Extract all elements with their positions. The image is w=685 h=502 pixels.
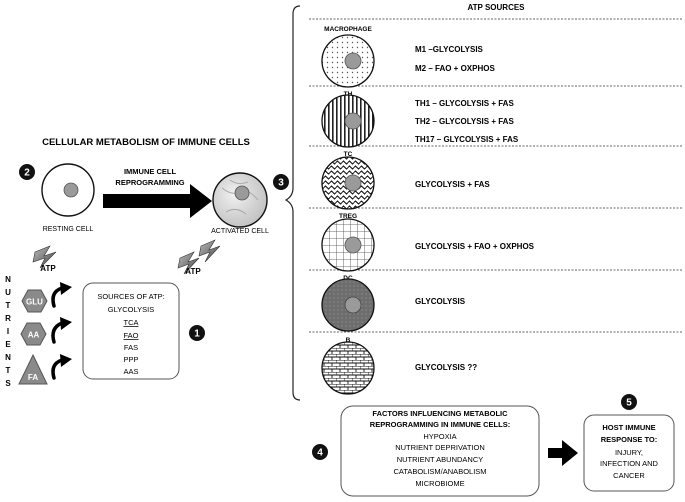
svg-text:E: E: [5, 340, 11, 349]
reprogramming-arrow: [103, 184, 212, 218]
factors-heading-2: REPROGRAMMING IN IMMUNE CELLS:: [370, 420, 510, 429]
arrow-label-2: REPROGRAMMING: [115, 178, 184, 187]
svg-text:T: T: [6, 301, 11, 310]
macrophage-cell: [321, 34, 375, 88]
svg-text:3: 3: [278, 178, 284, 189]
dc-cell: [321, 278, 375, 332]
glu-label: GLU: [26, 298, 43, 307]
b-line-1: GLYCOLYSIS ??: [415, 363, 477, 372]
th-line-1: TH1 – GLYCOLYSIS + FAS: [415, 99, 514, 108]
source-item: GLYCOLYSIS: [108, 305, 154, 314]
atp-label-activated: ATP: [185, 267, 201, 276]
treg-cell: [321, 218, 375, 272]
marker-3: 3: [273, 174, 289, 190]
cell-name-tc: TC: [344, 151, 353, 158]
activated-cell: [212, 172, 268, 228]
macrophage-line-2: M2 – FAO + OXPHOS: [415, 64, 495, 73]
host-heading-2: RESPONSE TO:: [601, 435, 658, 444]
factor-item: NUTRIENT ABUNDANCY: [397, 455, 484, 464]
fa-label: FA: [28, 373, 38, 382]
uptake-arrow-icons: [51, 286, 64, 380]
treg-line-1: GLYCOLYSIS + FAO + OXPHOS: [415, 242, 535, 251]
svg-text:T: T: [6, 366, 11, 375]
svg-text:4: 4: [317, 448, 323, 459]
factors-box: [340, 405, 540, 497]
resting-cell: [41, 163, 95, 217]
svg-text:N: N: [5, 353, 11, 362]
host-box: [583, 414, 675, 492]
glu-hexagon-icon: [21, 289, 48, 313]
svg-text:I: I: [7, 327, 9, 336]
activated-cell-label: ACTIVATED CELL: [211, 228, 269, 235]
factor-item: HYPOXIA: [423, 432, 456, 441]
source-item: FAS: [124, 343, 138, 352]
arrow-label-1: IMMUNE CELL: [124, 167, 176, 176]
tc-cell: [321, 156, 375, 210]
source-item: TCA: [124, 318, 139, 327]
svg-text:R: R: [5, 314, 11, 323]
b-cell: [321, 341, 375, 395]
macrophage-line-1: M1 –GLYCOLYSIS: [415, 45, 484, 54]
host-heading-1: HOST IMMUNE: [602, 423, 655, 432]
cell-name-treg: TREG: [339, 213, 357, 220]
svg-text:2: 2: [24, 168, 30, 179]
th-line-2: TH2 – GLYCOLYSIS + FAS: [415, 117, 514, 126]
svg-text:U: U: [5, 288, 11, 297]
marker-1: 1: [189, 325, 205, 341]
cell-name-b: B: [346, 337, 351, 344]
th-line-3: TH17 – GLYCOLYSIS + FAS: [415, 135, 519, 144]
atp-sources-heading: ATP SOURCES: [467, 3, 525, 12]
sources-heading: SOURCES OF ATP:: [97, 292, 164, 301]
figure-title: CELLULAR METABOLISM OF IMMUNE CELLS: [42, 137, 250, 148]
source-item: FAO: [123, 331, 138, 340]
factor-item: MICROBIOME: [415, 479, 464, 488]
marker-5: 5: [621, 394, 637, 410]
uptake-arrowheads: [60, 282, 72, 367]
row-dividers: [309, 18, 682, 333]
fa-triangle-icon: [18, 353, 48, 385]
host-item: INFECTION AND: [600, 459, 659, 468]
sources-box: [82, 282, 180, 380]
grouping-brace: [284, 5, 301, 401]
dc-line-1: GLYCOLYSIS: [415, 297, 466, 306]
resting-cell-label: RESTING CELL: [43, 226, 94, 233]
cell-name-macrophage: MACROPHAGE: [324, 26, 372, 33]
svg-text:S: S: [5, 379, 11, 388]
atp-label-resting: ATP: [40, 264, 56, 273]
nutrients-vertical-label: N U T R I E N T S: [5, 275, 11, 388]
aa-label: AA: [28, 331, 40, 340]
host-item: INJURY,: [615, 448, 643, 457]
factor-item: CATABOLISM/ANABOLISM: [393, 467, 486, 476]
aa-hexagon-icon: [20, 322, 47, 346]
svg-text:5: 5: [626, 398, 632, 409]
marker-4: 4: [312, 444, 328, 460]
source-item: AAS: [123, 367, 138, 376]
atp-bolts-icon: [177, 239, 221, 275]
th-cell: [321, 94, 375, 148]
svg-text:1: 1: [194, 329, 200, 340]
host-arrow: [548, 440, 578, 466]
tc-line-1: GLYCOLYSIS + FAS: [415, 180, 490, 189]
factor-item: NUTRIENT DEPRIVATION: [395, 443, 485, 452]
atp-bolt-icon: [32, 245, 57, 269]
factors-heading-1: FACTORS INFLUENCING METABOLIC: [372, 409, 508, 418]
host-item: CANCER: [613, 471, 645, 480]
source-item: PPP: [123, 355, 138, 364]
svg-text:N: N: [5, 275, 11, 284]
marker-2: 2: [19, 164, 35, 180]
